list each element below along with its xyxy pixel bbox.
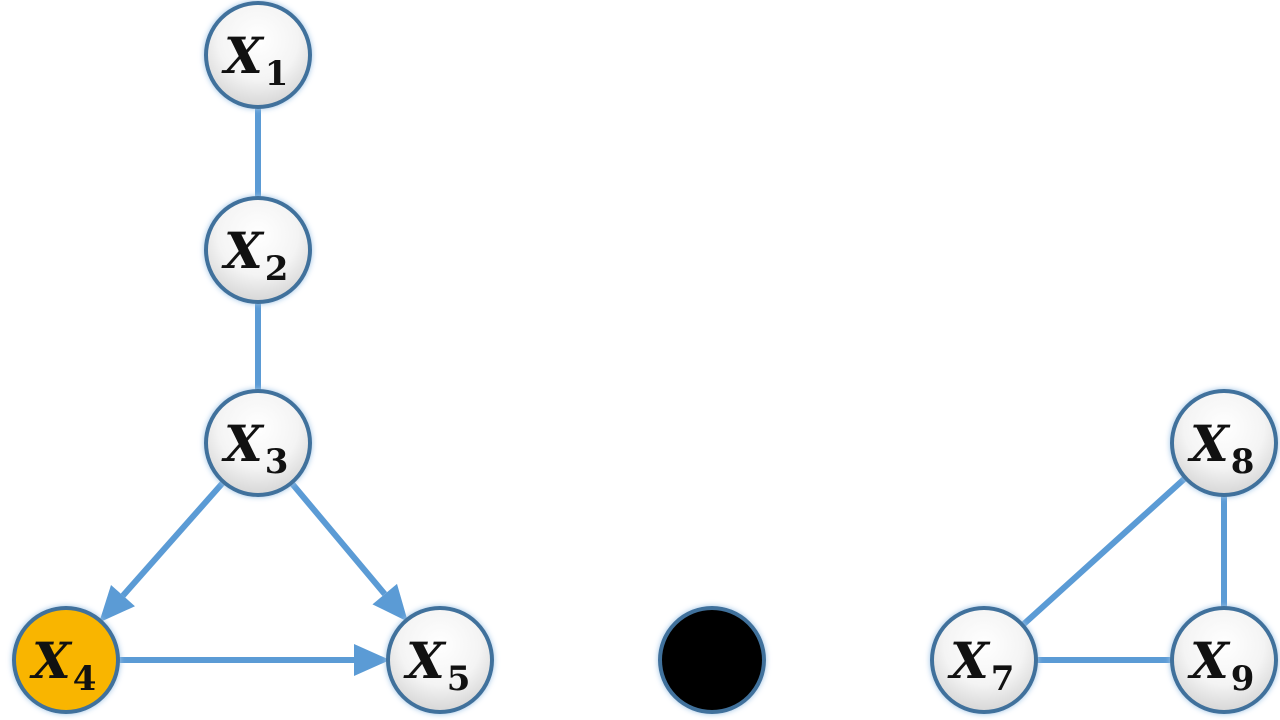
node-circle [386,606,494,714]
node-label-main: X [1187,414,1231,473]
node-label-main: X [403,631,447,690]
node-label: X2 [221,221,288,289]
node-label-subscript: 2 [265,249,289,289]
node-label-subscript: 5 [447,659,471,699]
node-x2: X2 [204,196,312,304]
edge-line [120,478,228,598]
edge-x3-x4 [99,478,228,623]
edges-layer [99,105,1227,676]
node-label: X3 [221,414,288,482]
edge-x4-x5 [116,644,390,676]
arrowhead-icon [354,644,390,676]
arrowhead-icon [372,583,408,622]
arrowhead-icon [99,584,135,623]
node-label-main: X [221,414,265,473]
node-label: X5 [403,631,470,699]
edge-x8-x7 [1019,474,1189,629]
node-circle [1170,389,1278,497]
node-circle [12,606,120,714]
node-label-main: X [221,26,265,85]
node-x3: X3 [204,389,312,497]
node-circle [1170,606,1278,714]
node-label-subscript: 1 [265,54,289,94]
node-label-subscript: 8 [1231,442,1255,482]
node-label-main: X [221,221,265,280]
node-label-subscript: 7 [991,659,1015,699]
node-label-subscript: 9 [1231,659,1255,699]
edge-line [1019,474,1189,629]
node-circle [658,606,766,714]
node-circle [930,606,1038,714]
node-x5: X5 [386,606,494,714]
edge-line [287,479,388,597]
node-x6 [658,606,766,714]
node-circle [204,389,312,497]
node-label-subscript: 3 [265,442,289,482]
node-circle [204,1,312,109]
node-label-subscript: 4 [73,659,97,699]
node-label: X1 [221,26,288,94]
node-label: X8 [1187,414,1254,482]
node-label: X7 [947,631,1014,699]
node-x7: X7 [930,606,1038,714]
node-label-main: X [1187,631,1231,690]
node-circle [204,196,312,304]
node-x8: X8 [1170,389,1278,497]
node-label: X9 [1187,631,1254,699]
node-x9: X9 [1170,606,1278,714]
node-label-main: X [29,631,73,690]
edge-x3-x5 [287,479,408,622]
node-x4: X4 [12,606,120,714]
node-x1: X1 [204,1,312,109]
node-label-main: X [947,631,991,690]
node-label: X4 [29,631,96,699]
